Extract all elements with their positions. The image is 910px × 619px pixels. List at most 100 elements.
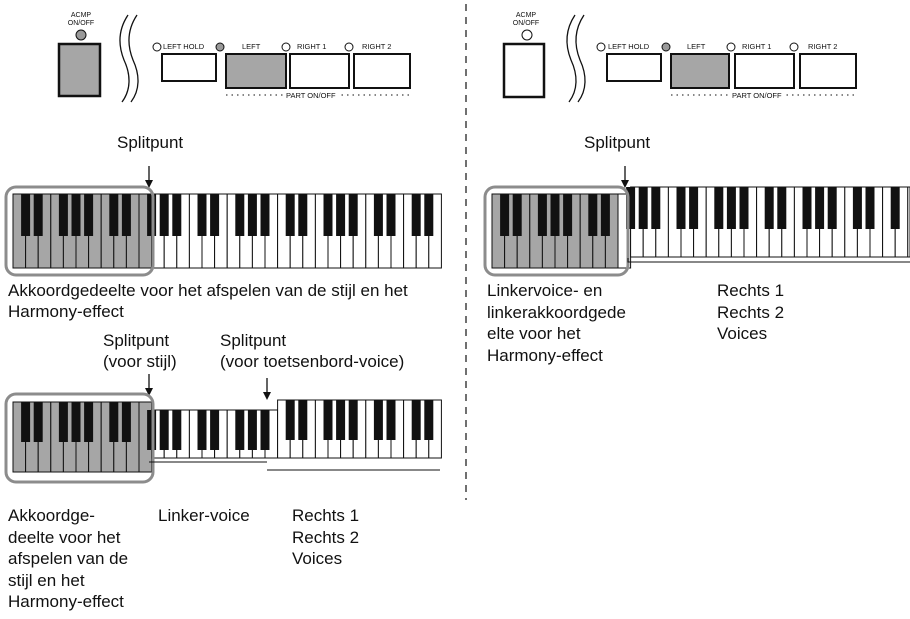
black-key — [411, 400, 421, 440]
left-section-outline — [483, 185, 630, 277]
split-style-arrow — [145, 388, 153, 396]
keyboard-lower — [12, 399, 442, 473]
black-key — [537, 194, 547, 236]
black-key — [298, 400, 308, 440]
black-key — [159, 410, 169, 450]
right1-button[interactable] — [734, 53, 795, 89]
right2-label: RIGHT 2 — [362, 42, 392, 51]
black-key — [764, 187, 774, 229]
right-voices-caption: Rechts 1 Rechts 2 Voices — [717, 281, 785, 343]
black-key — [588, 194, 598, 236]
right1-label: RIGHT 1 — [297, 42, 327, 51]
black-key — [815, 187, 825, 229]
black-key — [777, 187, 787, 229]
split-style-label: Splitpunt (voor stijl) — [103, 331, 177, 371]
black-key — [33, 194, 43, 236]
keyboard-upper — [12, 193, 442, 269]
black-key — [21, 402, 31, 442]
black-key — [84, 402, 94, 442]
black-key — [33, 402, 43, 442]
black-key — [58, 402, 68, 442]
left-hold-button[interactable] — [606, 53, 662, 82]
black-key — [827, 187, 837, 229]
left-hold-led — [152, 42, 162, 52]
black-key — [676, 187, 686, 229]
black-key — [689, 187, 699, 229]
black-key — [336, 194, 346, 236]
black-key — [285, 194, 295, 236]
right2-button[interactable] — [799, 53, 857, 89]
right2-label: RIGHT 2 — [808, 42, 838, 51]
black-key — [386, 400, 396, 440]
wave-separator — [119, 14, 130, 103]
part-on-off-label: PART ON/OFF — [730, 91, 784, 100]
right1-led — [281, 42, 291, 52]
split-point-label: Splitpunt — [117, 133, 184, 152]
black-key — [197, 410, 207, 450]
black-key — [247, 194, 257, 236]
split-point-label: Splitpunt — [584, 133, 651, 152]
left-label: LEFT — [687, 42, 706, 51]
black-key — [373, 194, 383, 236]
split-voice-arrow — [263, 392, 271, 400]
black-key — [626, 187, 636, 229]
black-key — [852, 187, 862, 229]
left-led — [215, 42, 225, 52]
wave-separator — [566, 14, 577, 103]
black-key — [726, 187, 736, 229]
black-key — [121, 194, 131, 236]
acmp-button[interactable] — [502, 42, 546, 99]
right2-button[interactable] — [353, 53, 411, 89]
black-key — [71, 402, 81, 442]
left-button[interactable] — [670, 53, 730, 89]
right1-led — [726, 42, 736, 52]
black-key — [651, 187, 661, 229]
keyboard-right — [491, 186, 910, 269]
black-key — [600, 194, 610, 236]
acmp-button[interactable] — [57, 42, 102, 98]
black-key — [890, 187, 900, 229]
black-key — [500, 194, 510, 236]
black-key — [373, 400, 383, 440]
black-key — [424, 194, 434, 236]
left-hold-led — [596, 42, 606, 52]
left-voice-caption: Linker-voice — [158, 506, 250, 525]
right1-button[interactable] — [289, 53, 350, 89]
left-label: LEFT — [242, 42, 261, 51]
chord-section-outline-lower — [4, 392, 155, 484]
black-key — [21, 194, 31, 236]
black-key — [512, 194, 522, 236]
black-key — [109, 194, 119, 236]
black-key — [802, 187, 812, 229]
black-key — [865, 187, 875, 229]
split-arrow — [145, 180, 153, 188]
black-key — [210, 410, 220, 450]
left-hold-label: LEFT HOLD — [608, 42, 650, 51]
left-hold-label: LEFT HOLD — [163, 42, 205, 51]
part-on-off-label: PART ON/OFF — [284, 91, 338, 100]
black-key — [172, 410, 182, 450]
black-key — [71, 194, 81, 236]
black-key — [714, 187, 724, 229]
black-key — [424, 400, 434, 440]
black-key — [348, 194, 358, 236]
black-key — [247, 410, 257, 450]
left-button[interactable] — [225, 53, 287, 89]
black-key — [172, 194, 182, 236]
black-key — [563, 194, 573, 236]
black-key — [411, 194, 421, 236]
chord-caption: Akkoordgedeelte voor het afspelen van de… — [8, 281, 408, 321]
black-key — [298, 194, 308, 236]
split-arrow — [621, 180, 629, 188]
black-key — [323, 400, 333, 440]
black-key — [386, 194, 396, 236]
left-hold-button[interactable] — [161, 53, 217, 82]
black-key — [739, 187, 749, 229]
acmp-led — [521, 29, 533, 41]
black-key — [159, 194, 169, 236]
right-voices-bracket — [627, 258, 910, 263]
black-key — [550, 194, 560, 236]
chord-section-outline — [4, 185, 155, 277]
right2-led — [344, 42, 354, 52]
